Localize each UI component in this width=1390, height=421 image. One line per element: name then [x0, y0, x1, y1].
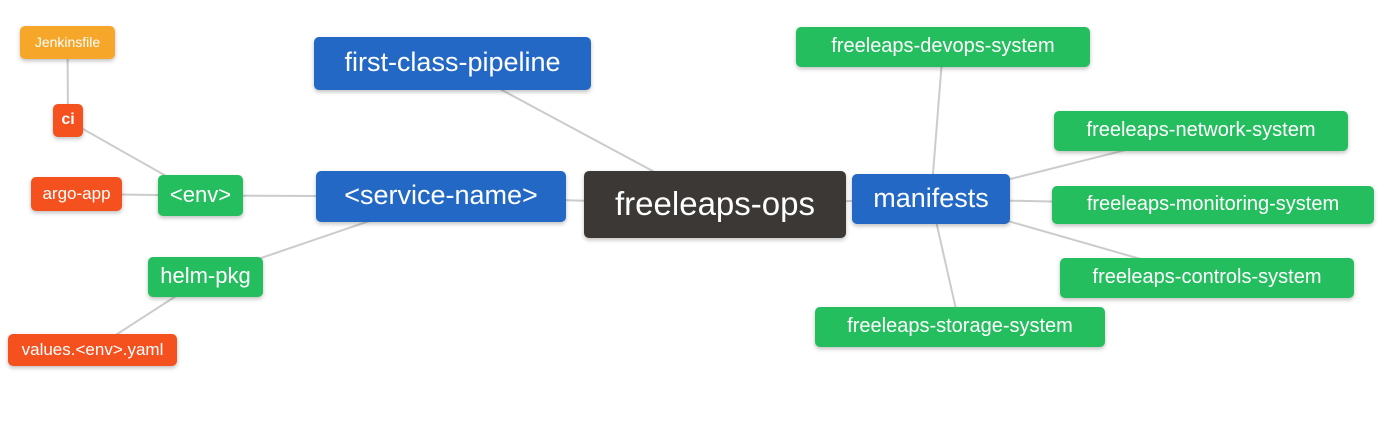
- node-values-env-yaml-label: values.<env>.yaml: [21, 339, 164, 359]
- node-freeleaps-storage-system[interactable]: freeleaps-storage-system: [815, 307, 1105, 347]
- edge-manifests-devops-system: [930, 46, 944, 200]
- node-helm-pkg[interactable]: helm-pkg: [148, 257, 263, 297]
- node-values-env-yaml[interactable]: values.<env>.yaml: [8, 334, 177, 366]
- node-ci[interactable]: ci: [53, 104, 83, 137]
- node-freeleaps-monitoring-system[interactable]: freeleaps-monitoring-system: [1052, 186, 1374, 224]
- node-ci-label: ci: [61, 110, 75, 128]
- node-freeleaps-monitoring-system-label: freeleaps-monitoring-system: [1086, 193, 1340, 215]
- node-freeleaps-devops-system[interactable]: freeleaps-devops-system: [796, 27, 1090, 67]
- node-helm-pkg-label: helm-pkg: [160, 263, 251, 288]
- node-freeleaps-storage-system-label: freeleaps-storage-system: [847, 315, 1073, 337]
- node-service-name[interactable]: <service-name>: [316, 171, 566, 222]
- node-manifests[interactable]: manifests: [852, 174, 1010, 224]
- node-argo-app[interactable]: argo-app: [31, 177, 122, 211]
- node-freeleaps-ops-root[interactable]: freeleaps-ops: [584, 171, 846, 238]
- node-freeleaps-controls-system[interactable]: freeleaps-controls-system: [1060, 258, 1354, 298]
- node-jenkinsfile[interactable]: Jenkinsfile: [20, 26, 115, 59]
- node-service-name-label: <service-name>: [344, 180, 538, 210]
- node-freeleaps-network-system-label: freeleaps-network-system: [1086, 119, 1316, 141]
- node-env[interactable]: <env>: [158, 175, 243, 216]
- node-freeleaps-network-system[interactable]: freeleaps-network-system: [1054, 111, 1348, 151]
- node-freeleaps-controls-system-label: freeleaps-controls-system: [1092, 266, 1322, 288]
- node-manifests-label: manifests: [873, 182, 989, 213]
- node-first-class-pipeline-label: first-class-pipeline: [344, 47, 561, 77]
- node-env-label: <env>: [169, 181, 232, 207]
- node-freeleaps-ops-label: freeleaps-ops: [615, 185, 815, 222]
- node-freeleaps-devops-system-label: freeleaps-devops-system: [831, 35, 1055, 57]
- node-argo-app-label: argo-app: [42, 183, 111, 203]
- node-first-class-pipeline[interactable]: first-class-pipeline: [314, 37, 591, 90]
- node-jenkinsfile-label: Jenkinsfile: [34, 33, 101, 50]
